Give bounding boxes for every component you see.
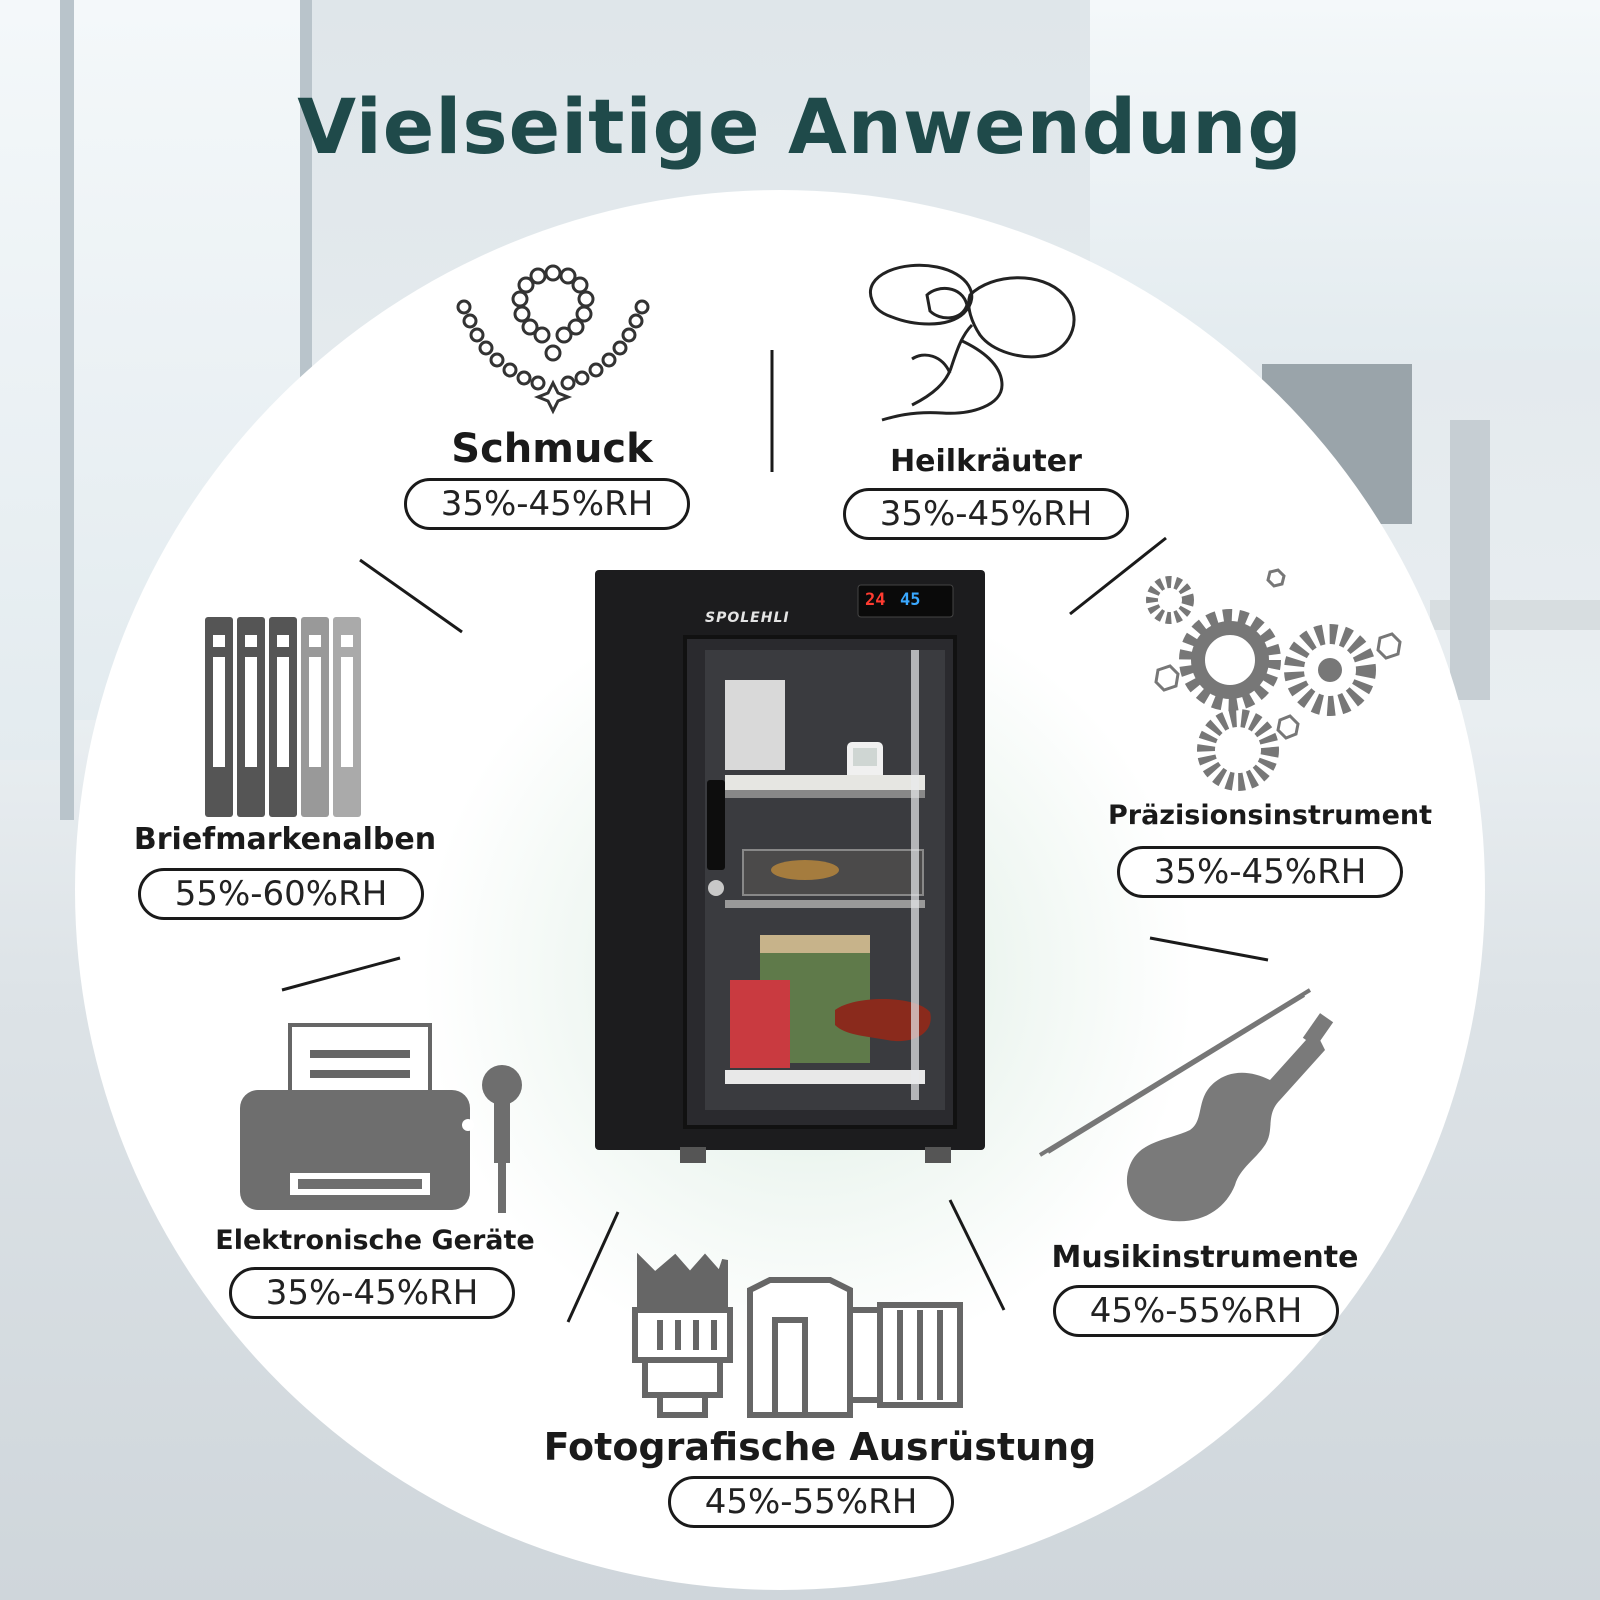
humidity-pill-briefmarken: 55%-60%RH	[138, 868, 424, 920]
temperature-display: 24	[865, 590, 886, 610]
violin-icon	[1038, 988, 1334, 1222]
humidity-pill-praezision: 35%-45%RH	[1117, 846, 1403, 898]
category-label-schmuck: Schmuck	[451, 426, 653, 472]
humidity-pill-elektronik: 35%-45%RH	[229, 1267, 515, 1319]
binders-icon	[205, 617, 361, 817]
window-panel-right	[1090, 0, 1600, 360]
necklace-icon	[456, 264, 650, 415]
office-shelf	[1450, 420, 1490, 700]
camera-icon	[632, 1252, 963, 1418]
page-title: Vielseitige Anwendung	[297, 82, 1303, 171]
herb-icon	[868, 263, 1076, 422]
category-label-musik: Musikinstrumente	[1051, 1240, 1359, 1275]
dry-cabinet: SPOLEHLI 24 45	[595, 570, 985, 1170]
category-label-praezision: Präzisionsinstrument	[1107, 800, 1433, 831]
window-frame	[60, 0, 74, 820]
humidity-pill-heilkraeuter: 35%-45%RH	[843, 488, 1129, 540]
category-label-heilkraeuter: Heilkräuter	[890, 444, 1082, 479]
category-label-foto: Fotografische Ausrüstung	[543, 1425, 1097, 1469]
humidity-pill-musik: 45%-55%RH	[1053, 1285, 1339, 1337]
humidity-pill-foto: 45%-55%RH	[668, 1476, 954, 1528]
humidity-pill-schmuck: 35%-45%RH	[404, 478, 690, 530]
humidity-display: 45	[900, 590, 921, 610]
brand-logo: SPOLEHLI	[705, 610, 790, 626]
category-label-briefmarken: Briefmarkenalben	[133, 822, 437, 857]
cabinet-body	[595, 570, 985, 1163]
printer-icon	[240, 1023, 522, 1213]
category-label-elektronik: Elektronische Geräte	[215, 1225, 535, 1256]
window-panel-left	[0, 0, 70, 760]
gears-icon	[1146, 568, 1402, 791]
